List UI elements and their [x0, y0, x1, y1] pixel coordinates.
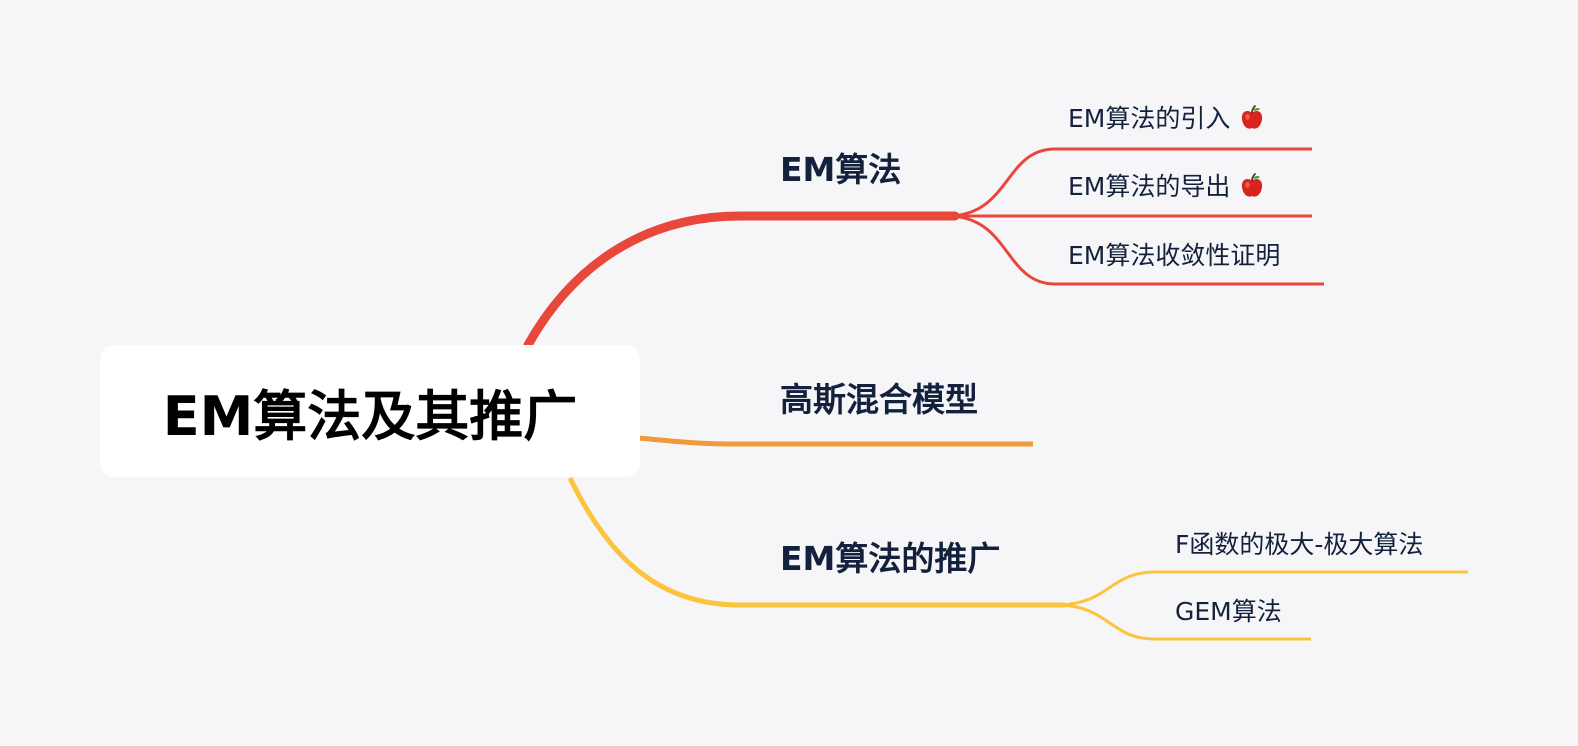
leaf-label: F函数的极大-极大算法: [1175, 530, 1424, 559]
branch-gaussian-mixture[interactable]: 高斯混合模型: [780, 380, 978, 419]
root-node[interactable]: EM算法及其推广: [100, 345, 640, 477]
branch-em-extension[interactable]: EM算法的推广: [780, 539, 1001, 578]
connector-em-ext: [567, 476, 1065, 608]
root-title: EM算法及其推广: [162, 384, 578, 448]
apple-icon: [1242, 173, 1263, 197]
leaf-label: GEM算法: [1175, 597, 1282, 626]
connector-f-function: [1059, 570, 1468, 607]
connector-gem: [1059, 603, 1311, 641]
leaf-label: EM算法收敛性证明: [1068, 241, 1281, 270]
apple-icon: [1242, 105, 1263, 129]
connector-em-intro: [949, 147, 1312, 218]
leaf-em-derivation[interactable]: EM算法的导出: [1068, 173, 1264, 199]
leaf-em-convergence[interactable]: EM算法收敛性证明: [1068, 243, 1280, 268]
leaf-label: EM算法的导出: [1068, 171, 1231, 201]
branch-em-algorithm[interactable]: EM算法: [780, 150, 902, 189]
leaf-label: EM算法的引入: [1068, 103, 1231, 133]
leaf-f-function[interactable]: F函数的极大-极大算法: [1175, 532, 1423, 557]
leaf-em-intro[interactable]: EM算法的引入: [1068, 105, 1264, 131]
leaf-gem[interactable]: GEM算法: [1175, 599, 1282, 624]
connector-gmm: [637, 435, 1033, 447]
connector-em-convergence: [949, 214, 1324, 286]
connector-em: [523, 211, 960, 350]
